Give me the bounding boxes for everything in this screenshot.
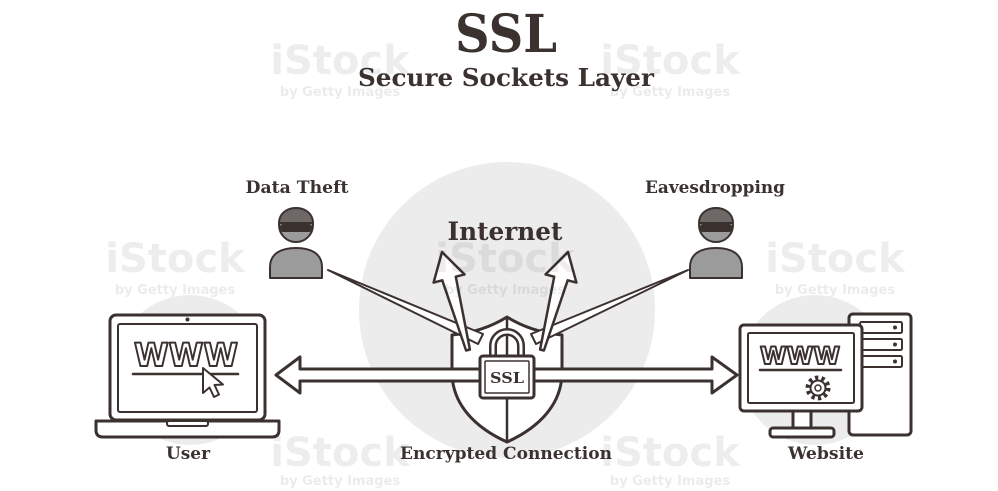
padlock-shackle-highlight [491, 330, 523, 358]
diagram-subtitle: Secure Sockets Layer [358, 63, 654, 92]
hacker-hood [698, 207, 734, 224]
watermark-credit: by Getty Images [610, 85, 730, 100]
padlock-body-inner [484, 360, 530, 394]
watermark-credit: by Getty Images [115, 283, 235, 298]
laptop-screen [117, 323, 258, 413]
cursor-icon [202, 367, 224, 398]
watermark-credit: by Getty Images [280, 474, 400, 489]
padlock-icon: SSL [478, 328, 536, 400]
diagram-title: SSL [455, 4, 557, 65]
watermark-credit: by Getty Images [775, 283, 895, 298]
watermark-brand: iStock [270, 38, 411, 84]
padlock-body [478, 354, 536, 400]
website-label: Website [787, 444, 864, 464]
monitor-screen-text: WWW [760, 342, 840, 370]
data-theft-attack-line [327, 269, 484, 345]
watermark-brand: iStock [600, 38, 741, 84]
encrypted-connection-label: Encrypted Connection [400, 444, 612, 464]
watermark-brand: iStock [270, 430, 411, 476]
upload-arrows-icon [432, 250, 578, 352]
internet-arrow-right [538, 250, 578, 352]
watermark-brand: iStock [435, 236, 576, 282]
laptop-camera [185, 317, 190, 322]
internet-arrow-left [432, 250, 472, 352]
hacker-icon [689, 207, 743, 279]
hacker-glasses [280, 224, 312, 232]
watermark-credit: by Getty Images [610, 474, 730, 489]
padlock-label: SSL [490, 369, 524, 387]
eavesdropping-label: Eavesdropping [645, 178, 785, 198]
hacker-body [269, 247, 323, 279]
gear-hub [814, 384, 822, 392]
hacker-hood [278, 207, 314, 224]
internet-backdrop-circle [359, 162, 655, 458]
laptop-notch [166, 420, 209, 427]
internet-label: Internet [448, 217, 563, 246]
server-bay-light [893, 359, 897, 364]
hacker-glasses [700, 224, 732, 232]
watermark-brand: iStock [105, 236, 246, 282]
watermark-brand: iStock [765, 236, 906, 282]
hacker-body [689, 247, 743, 279]
desktop-monitor-icon: WWW [738, 323, 864, 439]
hacker-icon [269, 207, 323, 279]
data-theft-label: Data Theft [246, 178, 349, 198]
gear-icon [805, 375, 831, 401]
laptop-base [94, 419, 281, 439]
monitor-screen [747, 332, 855, 404]
monitor-stand [768, 426, 836, 439]
server-bay-light [893, 342, 897, 347]
laptop-icon: WWW [94, 313, 281, 439]
watermark-brand: iStock [600, 430, 741, 476]
gear-teeth [805, 375, 831, 401]
user-label: User [166, 444, 211, 464]
eavesdropping-attack-line [530, 269, 689, 345]
watermark-credit: by Getty Images [445, 283, 565, 298]
watermark-credit: by Getty Images [280, 85, 400, 100]
server-bay-light [893, 325, 897, 330]
watermark-layer: iStock by Getty Images iStock by Getty I… [105, 38, 906, 489]
laptop-screen-text: WWW [134, 336, 238, 374]
